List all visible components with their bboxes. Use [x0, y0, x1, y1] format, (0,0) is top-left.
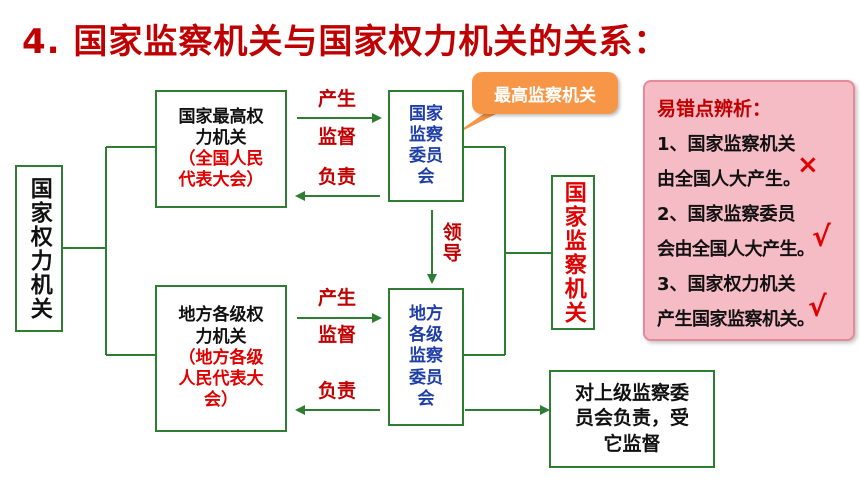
wrong-mark-icon: × — [797, 150, 819, 180]
panel-line: 由全国人大产生。 — [657, 169, 801, 190]
callout-pointer — [452, 108, 508, 136]
highest-power-organ-box: 国家最高权 力机关 （全国人民 代表大会） — [155, 90, 287, 208]
label-responsible-bottom: 负责 — [318, 380, 357, 402]
common-mistakes-panel: 易错点辨析： 1、国家监察机关 由全国人大产生。 2、国家监察委员 会由全国人大… — [643, 80, 855, 341]
check-mark-icon: √ — [812, 220, 831, 253]
panel-line: 产生国家监察机关。 — [657, 309, 815, 330]
panel-line: 2、国家监察委员 — [657, 204, 796, 225]
national-supervisory-commission-box: 国家 监察 委员 会 — [388, 90, 464, 202]
label-responsible-top: 负责 — [318, 166, 357, 188]
check-mark-icon: √ — [808, 290, 827, 323]
local-supervisory-commission-box: 地方 各级 监察 委员 会 — [388, 288, 464, 426]
label-produce-top: 产生 — [318, 88, 357, 110]
state-power-organ-box: 国家权力机关 — [15, 165, 63, 332]
label-supervise-bottom: 监督 — [318, 324, 357, 346]
page-title: 4. 国家监察机关与国家权力机关的关系： — [22, 22, 669, 62]
label-produce-bottom: 产生 — [318, 287, 357, 309]
panel-line: 3、国家权力机关 — [657, 274, 796, 295]
label-lead: 领导 — [439, 222, 462, 264]
label-supervise-top: 监督 — [318, 126, 357, 148]
panel-line: 会由全国人大产生。 — [657, 239, 815, 260]
local-power-organ-box: 地方各级权 力机关 （地方各级 人民代表大 会） — [155, 285, 287, 432]
superior-commission-note-box: 对上级监察委 员会负责，受 它监督 — [549, 370, 715, 468]
panel-line: 1、国家监察机关 — [657, 134, 796, 155]
highest-supervisory-callout: 最高监察机关 — [472, 72, 618, 114]
panel-title: 易错点辨析： — [657, 98, 772, 120]
state-supervisory-organ-box: 国家监察机关 — [551, 175, 595, 330]
